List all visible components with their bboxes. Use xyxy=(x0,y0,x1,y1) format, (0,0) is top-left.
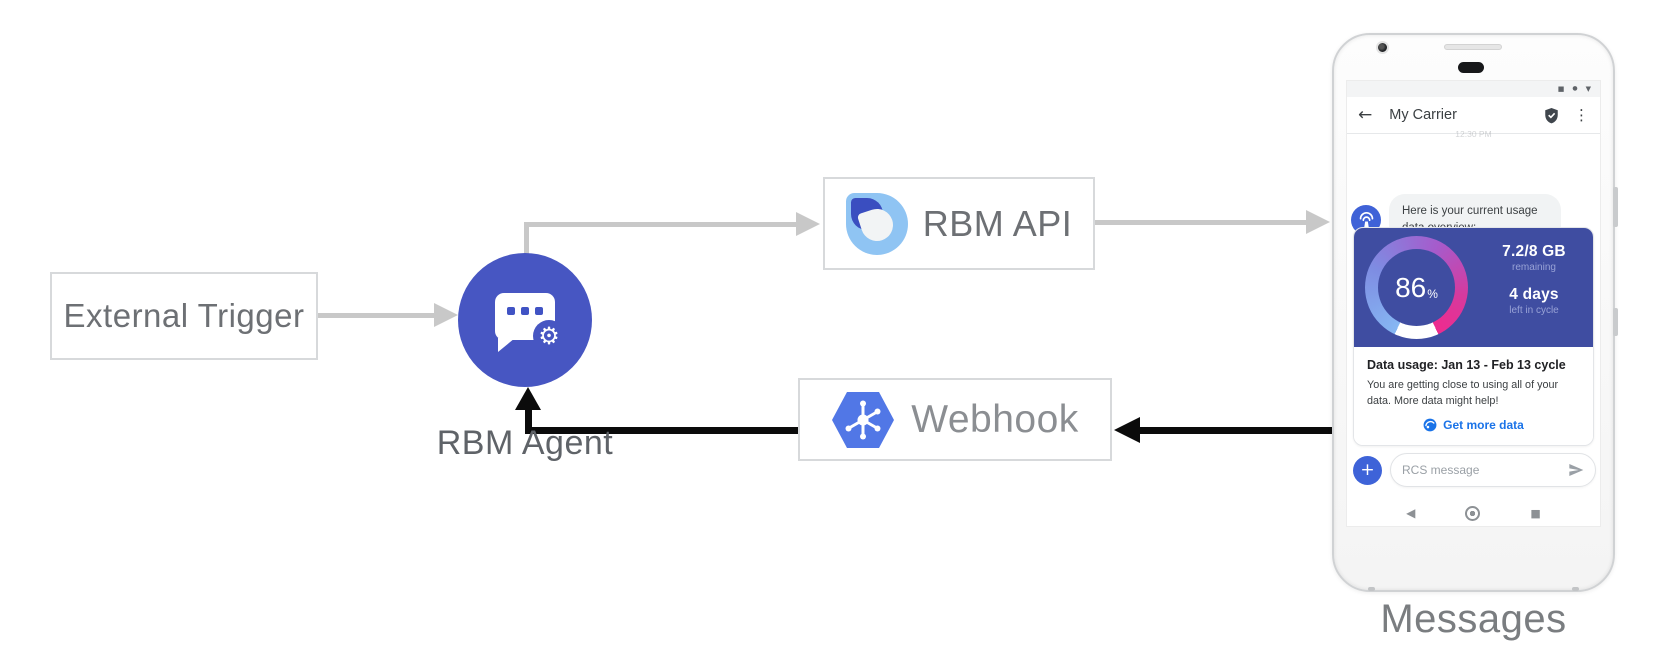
phone-mockup: ■ ● ▼ ← My Carrier ⋮ 12:30 PM xyxy=(1332,33,1618,592)
rbm-api-logo-icon xyxy=(845,192,908,255)
gear-icon: ⚙ xyxy=(533,319,565,352)
connector-agent-to-api xyxy=(524,222,796,227)
compose-row: + xyxy=(1353,453,1596,487)
usage-stats: 7.2/8 GB remaining 4 days left in cycle xyxy=(1480,243,1588,316)
arrow-api-to-phone xyxy=(1095,220,1308,225)
nav-recents-icon[interactable]: ■ xyxy=(1530,506,1541,520)
arrowhead-trigger-to-agent xyxy=(434,303,458,327)
connector-webhook-to-agent xyxy=(525,427,799,434)
status-triangle-icon: ▼ xyxy=(1585,84,1591,93)
arrow-trigger-to-agent xyxy=(318,313,436,318)
message-input-pill[interactable] xyxy=(1390,453,1596,487)
nav-back-icon[interactable]: ◀ xyxy=(1406,506,1416,520)
globe-icon xyxy=(1423,418,1437,432)
data-remaining-label: remaining xyxy=(1512,262,1556,273)
usage-rich-card: 86 % 7.2/8 GB remaining 4 days left in c… xyxy=(1353,227,1594,447)
android-nav-bar: ◀ ■ xyxy=(1347,500,1600,526)
days-left-label: left in cycle xyxy=(1509,305,1559,316)
bubble-dot xyxy=(535,306,543,315)
arrowhead-api-to-phone xyxy=(1306,210,1330,234)
broadcast-icon xyxy=(1359,212,1373,228)
back-arrow-icon[interactable]: ← xyxy=(1358,105,1373,125)
verified-shield-icon xyxy=(1545,107,1558,123)
bubble-dot xyxy=(521,306,529,315)
overflow-menu-icon[interactable]: ⋮ xyxy=(1574,106,1589,124)
arrow-phone-to-webhook xyxy=(1138,427,1336,434)
status-square-icon: ■ xyxy=(1557,84,1565,93)
phone-screen: ■ ● ▼ ← My Carrier ⋮ 12:30 PM xyxy=(1346,80,1601,527)
arrowhead-webhook-to-agent xyxy=(515,387,541,410)
chat-bubble-icon: ⚙ xyxy=(495,292,565,352)
external-trigger-node: External Trigger xyxy=(50,272,318,360)
timestamp: 12:30 PM xyxy=(1455,129,1492,139)
webhook-label: Webhook xyxy=(911,397,1079,441)
power-button[interactable] xyxy=(1613,187,1618,227)
camera-dot xyxy=(1376,41,1389,54)
rbm-agent-label: RBM Agent xyxy=(436,424,614,462)
rbm-api-node: RBM API xyxy=(823,177,1095,270)
status-bar: ■ ● ▼ xyxy=(1347,81,1600,97)
usage-card-header: 86 % 7.2/8 GB remaining 4 days left in c… xyxy=(1354,228,1593,347)
usage-donut-gauge: 86 % xyxy=(1365,236,1468,339)
phone-caption: Messages xyxy=(1380,597,1567,641)
bubble-tail xyxy=(498,337,515,352)
earpiece xyxy=(1458,62,1484,73)
rcs-message-input[interactable] xyxy=(1402,463,1562,477)
speaker-slot xyxy=(1444,44,1502,50)
data-remaining-value: 7.2/8 GB xyxy=(1502,243,1566,260)
connector-agent-vertical xyxy=(525,406,532,431)
days-left-value: 4 days xyxy=(1509,286,1559,303)
antenna-band xyxy=(1572,587,1579,591)
rbm-api-label: RBM API xyxy=(922,202,1073,244)
arrowhead-agent-to-api xyxy=(796,212,820,236)
get-more-data-label: Get more data xyxy=(1443,418,1524,433)
send-icon[interactable] xyxy=(1568,463,1584,477)
app-bar: ← My Carrier ⋮ xyxy=(1347,97,1600,134)
usage-title: Data usage: Jan 13 - Feb 13 cycle xyxy=(1367,358,1566,372)
get-more-data-button[interactable]: Get more data xyxy=(1367,418,1580,432)
attach-plus-button[interactable]: + xyxy=(1353,455,1382,485)
arrowhead-phone-to-webhook xyxy=(1114,417,1140,443)
webhook-hexagon-icon xyxy=(832,391,895,448)
usage-card-body: Data usage: Jan 13 - Feb 13 cycle You ar… xyxy=(1354,347,1593,446)
usage-percent: 86 xyxy=(1395,271,1427,303)
external-trigger-label: External Trigger xyxy=(63,297,305,334)
antenna-band xyxy=(1368,587,1375,591)
rbm-agent-node: ⚙ xyxy=(458,253,592,387)
nav-home-icon[interactable] xyxy=(1465,505,1481,521)
connector-agent-up xyxy=(524,222,529,256)
status-dot-icon: ● xyxy=(1572,85,1578,92)
bubble-dot xyxy=(507,306,515,315)
volume-button[interactable] xyxy=(1613,308,1618,336)
usage-percent-unit: % xyxy=(1427,286,1438,301)
conversation-title: My Carrier xyxy=(1389,107,1457,123)
webhook-node: Webhook xyxy=(798,378,1112,461)
usage-body-text: You are getting close to using all of yo… xyxy=(1367,379,1559,408)
